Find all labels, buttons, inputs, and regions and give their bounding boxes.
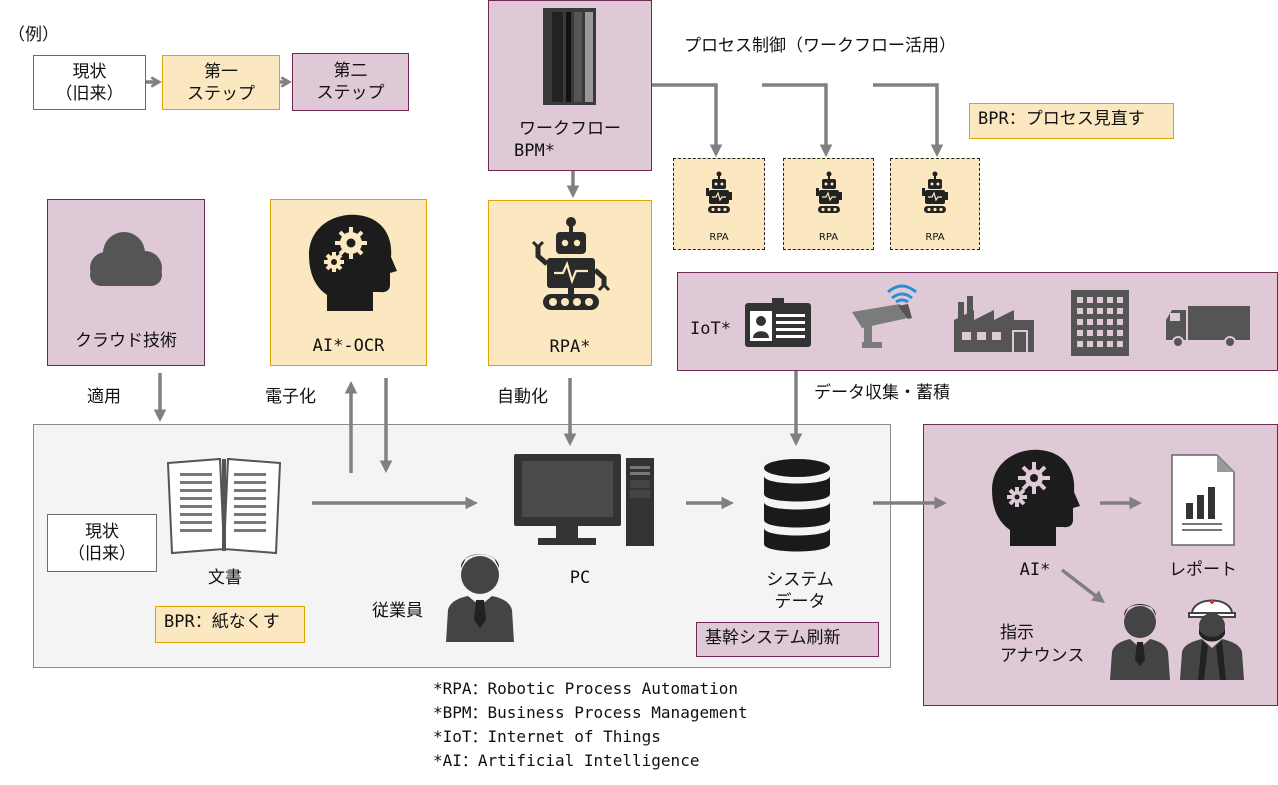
legend-step2-box: 第二 ステップ [292,53,409,111]
ai-head-icon [992,449,1080,546]
camera-icon [852,284,917,348]
data-collect-label: データ収集・蓄積 [814,383,950,403]
truck-icon [1166,306,1250,348]
automate-label: 自動化 [497,387,548,407]
process-control-label: プロセス制御（ワークフロー活用） [684,36,956,56]
footnote-ai: *AI：Artificial Intelligence [433,751,700,770]
process-arrow-2 [762,83,833,158]
robot-icon [531,217,611,310]
instruction-line2: アナウンス [1000,646,1085,666]
report-icon [1171,454,1235,546]
robot-icon-mini-3 [922,171,948,213]
bpm-label: BPM* [514,141,555,161]
id-card-icon [745,298,811,347]
rpa-mini-label-2: RPA [818,232,839,243]
legend-step1-box: 第一 ステップ [162,55,280,110]
legend-current-line1: 現状 [72,62,107,82]
server-icon [543,8,596,105]
legend-current-box: 現状 （旧来） [33,55,146,110]
legend-current-line2: （旧来） [55,84,124,104]
legend-step2-line2: ステップ [316,83,385,103]
legend-step1-line2: ステップ [187,84,255,104]
iot-label: IoT* [690,319,731,339]
worker-icon [1110,604,1170,680]
building-icon [1071,290,1129,356]
bpr-paper-tag: BPR：紙なくす [155,606,305,643]
database-icon [764,459,830,552]
rpa-label: RPA* [549,337,591,357]
document-label: 文書 [208,568,242,588]
workflow-label: ワークフロー [519,119,621,139]
ai-label: AI* [1019,560,1051,580]
legend-example-label: （例） [8,25,59,45]
employee-label: 従業員 [372,601,423,621]
footnote-rpa: *RPA：Robotic Process Automation [433,679,738,698]
helmet-worker-icon [1180,599,1244,680]
footnote-bpm: *BPM：Business Process Management [433,703,748,722]
rpa-mini-label-3: RPA [925,232,945,243]
system-data-line1: システム [766,570,834,590]
current-box: 現状 （旧来） [47,514,157,572]
cloud-label: クラウド技術 [75,331,177,351]
robot-icon-mini-1 [706,171,732,213]
current-box-line2: （旧来） [68,544,136,564]
legend-step1-line1: 第一 [204,62,238,82]
digitize-label: 電子化 [265,387,316,407]
employee-icon [446,554,514,642]
robot-icon-mini-2 [816,171,842,213]
rpa-mini-label-1: RPA [709,232,729,243]
system-data-line2: データ [774,592,826,612]
process-arrow-3 [873,83,944,158]
pc-label: PC [569,568,591,588]
process-arrow-1 [652,83,723,158]
apply-label: 適用 [87,387,121,407]
pc-icon [514,454,654,546]
bpr-process-tag: BPR：プロセス見直す [969,103,1174,139]
footnote-iot: *IoT：Internet of Things [433,727,661,746]
ai-ocr-label: AI*-OCR [312,336,385,356]
legend-step2-line1: 第二 [333,61,368,81]
ai-to-people-arrow [1060,568,1105,604]
document-icon [166,457,282,555]
core-system-tag: 基幹システム刷新 [696,622,879,657]
current-box-line1: 現状 [85,522,119,542]
instruction-line1: 指示 [1000,623,1034,643]
cloud-icon [90,232,162,286]
factory-icon [954,296,1034,352]
ai-head-gears-icon [309,214,397,311]
report-label: レポート [1169,560,1237,580]
